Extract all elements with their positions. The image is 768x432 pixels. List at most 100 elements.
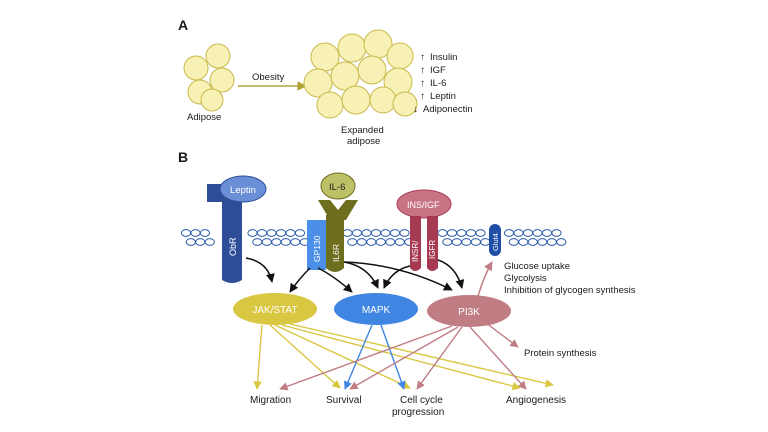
expanded-label-line2: adipose bbox=[347, 136, 380, 147]
membrane-lipid bbox=[280, 238, 291, 246]
membrane-lipid bbox=[370, 229, 382, 237]
membrane-lipid bbox=[204, 238, 215, 246]
membrane-lipid bbox=[361, 229, 372, 237]
membrane-lipid bbox=[451, 238, 462, 246]
membrane-lipid bbox=[446, 229, 458, 237]
factor-adiponectin: Adiponectin bbox=[423, 104, 473, 115]
membrane-lipid bbox=[527, 238, 538, 246]
membrane-lipid bbox=[271, 238, 282, 246]
membrane-lipid bbox=[252, 238, 263, 246]
insr-igfr-receptor: INS/IGF INSR/ IGFR bbox=[396, 189, 452, 271]
factor-arrow-leptin: ↑ bbox=[420, 91, 425, 102]
panel-a-label: A bbox=[178, 17, 188, 33]
membrane-lipid bbox=[366, 238, 377, 246]
obr-label: ObR bbox=[228, 237, 238, 256]
pi3k-to-glut4-arrow bbox=[477, 261, 493, 297]
membrane-lipid bbox=[261, 238, 272, 246]
jak-stat-output-arrows bbox=[253, 323, 554, 391]
membrane-lipid bbox=[546, 238, 557, 246]
obr-receptor: Leptin ObR bbox=[207, 175, 267, 283]
il6r-receptor bbox=[326, 215, 344, 272]
protein-synthesis-label: Protein synthesis bbox=[524, 348, 597, 359]
glut4-transporter: Glut4 bbox=[489, 224, 501, 256]
outcome-cell-cycle-line1: Cell cycle bbox=[400, 395, 443, 406]
gp130-receptor bbox=[307, 220, 326, 270]
membrane-lipid bbox=[247, 229, 258, 237]
factor-arrow-adiponectin: ↓ bbox=[413, 104, 418, 115]
membrane-lipid bbox=[503, 229, 515, 237]
membrane-lipid bbox=[294, 229, 306, 237]
pathway-jak-stat: JAK/STAT bbox=[233, 293, 317, 325]
gp130-label: GP130 bbox=[312, 235, 322, 262]
panel-a: A Adipose Obesity Expanded bbox=[178, 17, 473, 147]
factor-igf: IGF bbox=[430, 65, 446, 76]
membrane-lipid bbox=[442, 238, 453, 246]
membrane-lipid bbox=[551, 229, 562, 237]
membrane-lipid bbox=[465, 229, 477, 237]
igfr-label: IGFR bbox=[428, 240, 437, 259]
membrane-lipid bbox=[518, 238, 529, 246]
glut-effect-glycogen: Inhibition of glycogen synthesis bbox=[504, 285, 636, 296]
pathway-mapk: MAPK bbox=[334, 293, 418, 325]
membrane-lipid bbox=[508, 238, 519, 246]
membrane-lipid bbox=[537, 238, 548, 246]
membrane-lipid bbox=[470, 238, 481, 246]
insr-label: INSR/ bbox=[411, 240, 420, 262]
outcome-survival: Survival bbox=[326, 395, 362, 406]
mapk-output-arrows bbox=[344, 324, 406, 390]
adipose-cluster bbox=[183, 43, 235, 112]
expanded-label-line1: Expanded bbox=[341, 125, 384, 136]
membrane-lipid bbox=[180, 229, 192, 237]
membrane-lipid bbox=[347, 238, 358, 246]
membrane-lipid bbox=[456, 229, 467, 237]
factor-insulin: Insulin bbox=[430, 52, 457, 63]
leptin-label: Leptin bbox=[230, 185, 256, 196]
membrane-lipid bbox=[461, 238, 472, 246]
factor-arrow-igf: ↑ bbox=[420, 65, 425, 76]
membrane-lipid bbox=[513, 229, 524, 237]
obesity-label: Obesity bbox=[252, 72, 284, 83]
membrane-lipid bbox=[356, 238, 367, 246]
pi3k-output-arrows bbox=[279, 322, 527, 391]
membrane-lipid bbox=[375, 238, 386, 246]
outcome-cell-cycle-line2: progression bbox=[392, 407, 444, 418]
membrane-lipid bbox=[190, 229, 201, 237]
membrane-lipid bbox=[437, 229, 448, 237]
membrane-lipid bbox=[399, 229, 410, 237]
expanded-adipose-cluster bbox=[303, 29, 418, 119]
membrane-lipid bbox=[351, 229, 363, 237]
mapk-label: MAPK bbox=[362, 305, 391, 316]
membrane-lipid bbox=[195, 238, 206, 246]
membrane-lipid bbox=[475, 229, 486, 237]
panel-b: B Leptin ObR GP130 IL6R IL-6 INS/IGF INS… bbox=[178, 149, 636, 418]
il6r-label: IL6R bbox=[331, 244, 341, 262]
membrane-lipid bbox=[394, 238, 405, 246]
il6-binding-site bbox=[318, 200, 358, 220]
outcome-angiogenesis: Angiogenesis bbox=[506, 395, 566, 406]
receptor-to-pathway-arrows bbox=[245, 257, 465, 293]
membrane-lipid bbox=[199, 229, 211, 237]
membrane-lipid bbox=[556, 238, 567, 246]
insigf-label: INS/IGF bbox=[407, 200, 440, 210]
membrane-lipid bbox=[522, 229, 534, 237]
factor-arrow-insulin: ↑ bbox=[420, 52, 425, 63]
factor-arrow-il6: ↑ bbox=[420, 78, 425, 89]
membrane-lipid bbox=[275, 229, 287, 237]
jak-stat-label: JAK/STAT bbox=[252, 305, 297, 316]
pathway-pi3k: PI3K bbox=[427, 295, 511, 327]
membrane-lipid bbox=[541, 229, 553, 237]
il6-receptor-complex: GP130 IL6R IL-6 bbox=[307, 172, 358, 272]
membrane-lipid bbox=[256, 229, 268, 237]
adipose-label: Adipose bbox=[187, 112, 221, 123]
membrane-lipid bbox=[185, 238, 196, 246]
panel-b-label: B bbox=[178, 149, 188, 165]
membrane-lipid bbox=[266, 229, 277, 237]
membrane-lipid bbox=[385, 238, 396, 246]
membrane-lipid bbox=[342, 229, 353, 237]
membrane-lipid bbox=[389, 229, 401, 237]
factor-leptin: Leptin bbox=[430, 91, 456, 102]
membrane-lipid bbox=[532, 229, 543, 237]
factor-il6: IL-6 bbox=[430, 78, 446, 89]
membrane-lipid bbox=[380, 229, 391, 237]
